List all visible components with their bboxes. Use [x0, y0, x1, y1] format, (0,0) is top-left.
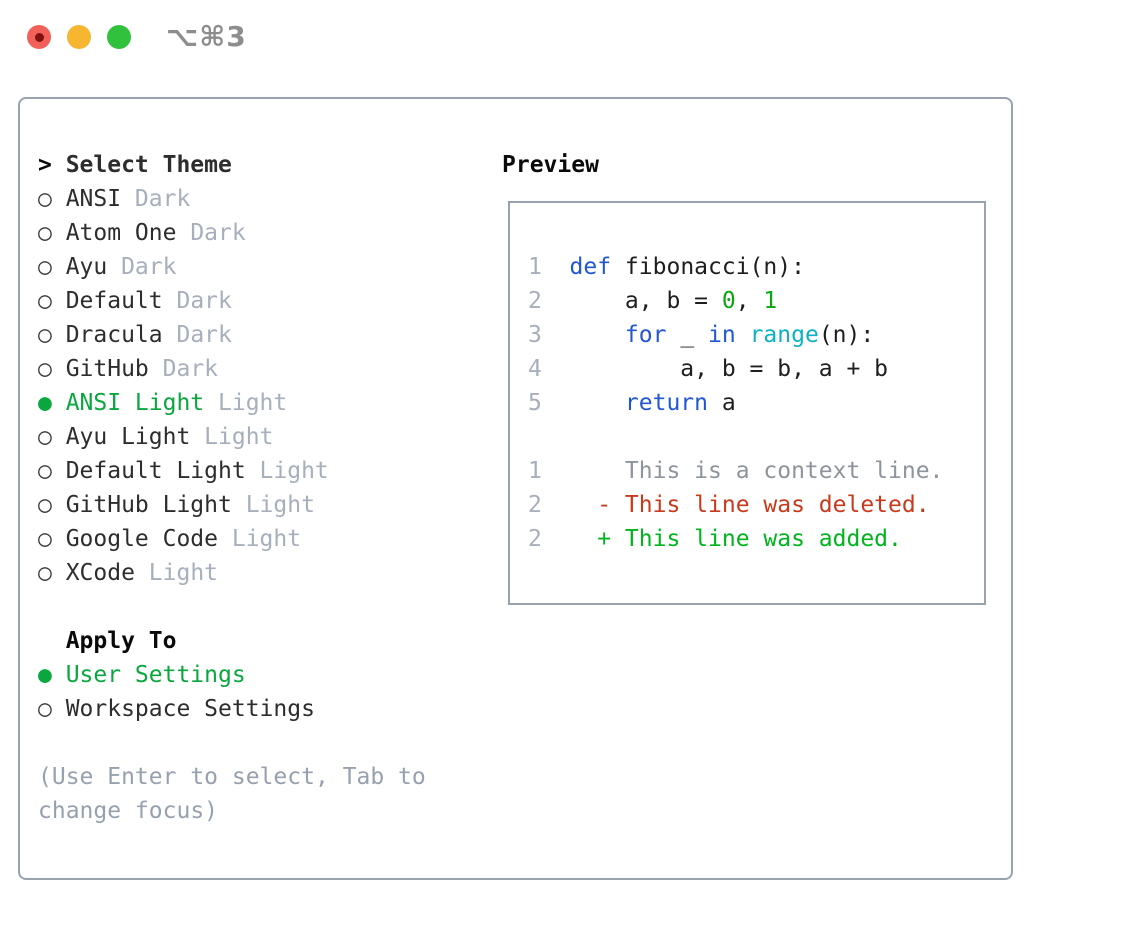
- prompt-icon: >: [38, 152, 52, 178]
- option-label: Dracula: [65, 322, 163, 348]
- radio-icon: ●: [38, 662, 52, 688]
- code-line: [528, 420, 984, 454]
- radio-icon: ○: [38, 560, 52, 586]
- theme-option-ayu-light[interactable]: ○ Ayu Light Light: [38, 420, 502, 454]
- theme-option-xcode[interactable]: ○ XCode Light: [38, 556, 502, 590]
- code-text: return a: [624, 390, 736, 416]
- code-text: This is a context line.: [569, 458, 944, 484]
- option-label: Workspace Settings: [65, 696, 315, 722]
- theme-option-ansi[interactable]: ○ ANSI Dark: [38, 182, 502, 216]
- option-badge: Light: [204, 424, 274, 450]
- preview-title: Preview: [502, 152, 599, 178]
- radio-icon: ○: [38, 220, 52, 246]
- option-badge: Light: [218, 390, 288, 416]
- option-label: Google Code: [65, 526, 219, 552]
- theme-option-ayu[interactable]: ○ Ayu Dark: [38, 250, 502, 284]
- spacer: [38, 726, 502, 760]
- option-badge: Dark: [121, 254, 177, 280]
- code-text: a, b = b, a + b: [569, 356, 889, 382]
- theme-menu-header: > Select Theme: [38, 148, 502, 182]
- theme-option-dracula[interactable]: ○ Dracula Dark: [38, 318, 502, 352]
- theme-menu-title: Select Theme: [65, 152, 232, 178]
- code-line: 3 for _ in range(n):: [528, 318, 984, 352]
- code-text: a, b = 0, 1: [569, 288, 778, 314]
- code-line: 2 + This line was added.: [528, 522, 984, 556]
- apply-option-user-settings[interactable]: ● User Settings: [38, 658, 502, 692]
- radio-icon: ●: [38, 390, 52, 416]
- option-label: Atom One: [65, 220, 177, 246]
- apply-option-workspace-settings[interactable]: ○ Workspace Settings: [38, 692, 502, 726]
- radio-icon: ○: [38, 288, 52, 314]
- option-label: Default: [65, 288, 163, 314]
- code-text: - This line was deleted.: [569, 492, 930, 518]
- option-label: Ayu Light: [65, 424, 191, 450]
- apply-to-title: Apply To: [65, 628, 177, 654]
- option-label: ANSI Light: [65, 390, 205, 416]
- spacer: [38, 590, 502, 624]
- code-text: def fibonacci(n):: [569, 254, 805, 280]
- theme-option-ansi-light[interactable]: ● ANSI Light Light: [38, 386, 502, 420]
- code-line: 2 a, b = 0, 1: [528, 284, 984, 318]
- option-label: Ayu: [65, 254, 108, 280]
- radio-icon: ○: [38, 696, 52, 722]
- option-label: Default Light: [65, 458, 246, 484]
- code-line: 4 a, b = b, a + b: [528, 352, 984, 386]
- theme-option-default[interactable]: ○ Default Dark: [38, 284, 502, 318]
- option-badge: Dark: [134, 186, 191, 212]
- code-text: for _ in range(n):: [624, 322, 875, 348]
- option-label: GitHub: [65, 356, 149, 382]
- option-badge: Dark: [176, 288, 232, 314]
- hint-line-1: (Use Enter to select, Tab to: [38, 764, 426, 790]
- option-label: ANSI: [65, 186, 122, 212]
- radio-icon: ○: [38, 186, 52, 212]
- option-badge: Light: [231, 526, 302, 552]
- option-badge: Dark: [176, 322, 232, 348]
- option-badge: Light: [259, 458, 329, 484]
- line-number: 1: [528, 254, 542, 280]
- line-number: 2: [528, 526, 542, 552]
- radio-icon: ○: [38, 254, 52, 280]
- option-badge: Light: [245, 492, 315, 518]
- radio-icon: ○: [38, 424, 52, 450]
- window-titlebar: ⌥⌘3: [0, 0, 1140, 74]
- theme-option-atom-one[interactable]: ○ Atom One Dark: [38, 216, 502, 250]
- code-line: 1 This is a context line.: [528, 454, 984, 488]
- radio-icon: ○: [38, 458, 52, 484]
- option-badge: Light: [148, 560, 219, 586]
- radio-icon: ○: [38, 492, 52, 518]
- radio-icon: ○: [38, 322, 52, 348]
- window-shortcut-label: ⌥⌘3: [166, 20, 247, 53]
- radio-icon: ○: [38, 526, 52, 552]
- code-line: 2 - This line was deleted.: [528, 488, 984, 522]
- line-number: 5: [528, 390, 542, 416]
- code-text: + This line was added.: [569, 526, 902, 552]
- code-line: 5 return a: [528, 386, 984, 420]
- minimize-button-icon[interactable]: [67, 25, 91, 49]
- line-number: 1: [528, 458, 542, 484]
- radio-icon: ○: [38, 356, 52, 382]
- theme-option-google-code[interactable]: ○ Google Code Light: [38, 522, 502, 556]
- zoom-button-icon[interactable]: [107, 25, 131, 49]
- option-label: User Settings: [65, 662, 246, 688]
- option-label: XCode: [65, 560, 135, 586]
- hint-line-2: change focus): [38, 798, 219, 824]
- option-badge: Dark: [162, 356, 219, 382]
- option-label: GitHub Light: [65, 492, 232, 518]
- apply-to-list: ● User Settings ○ Workspace Settings: [38, 658, 502, 726]
- option-badge: Dark: [190, 220, 246, 246]
- theme-option-github-light[interactable]: ○ GitHub Light Light: [38, 488, 502, 522]
- code-line: 1 def fibonacci(n):: [528, 250, 984, 284]
- line-number: 2: [528, 288, 542, 314]
- line-number: 3: [528, 322, 542, 348]
- theme-option-default-light[interactable]: ○ Default Light Light: [38, 454, 502, 488]
- line-number: 2: [528, 492, 542, 518]
- theme-option-github[interactable]: ○ GitHub Dark: [38, 352, 502, 386]
- close-button-icon[interactable]: [27, 25, 51, 49]
- line-number: 4: [528, 356, 542, 382]
